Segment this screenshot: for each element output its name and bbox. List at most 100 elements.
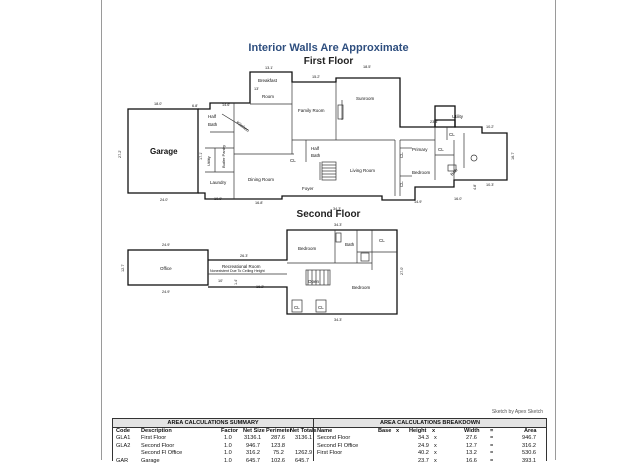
col-x-2: x: [432, 428, 436, 434]
room-label-recreational-room: Recreational Room: [222, 264, 261, 269]
closet-label-1: CL: [290, 158, 296, 163]
col-base: Base: [378, 428, 392, 434]
room-label-dining-room: Dining Room: [248, 177, 274, 182]
col-x-1: x: [396, 428, 400, 434]
dim-12-7: 12.7': [121, 264, 125, 272]
first-floor-dimensions: 13.1' 15.2' 18.5' 18.0' 6.8' 14.6' 13' 2…: [118, 65, 515, 211]
dim-18-5: 18.5': [363, 65, 371, 69]
closet-label-5: CL: [438, 147, 444, 152]
first-floor-heading: First Floor: [303, 56, 354, 67]
room-label-primary-bedroom: Bedroom: [412, 170, 431, 175]
area-summary-title: AREA CALCULATIONS SUMMARY: [113, 419, 313, 428]
room-label-living-room: Living Room: [350, 168, 375, 173]
col-width: Width: [464, 428, 480, 434]
room-label-bath-upper: Bath: [345, 242, 355, 247]
room-label-half-bath-b: Half: [311, 146, 320, 151]
dim-16-7: 16.7': [511, 152, 515, 160]
dim-27-2: 27.2': [118, 150, 122, 158]
room-label-bedroom-upper-1: Bedroom: [298, 246, 317, 251]
dim-26-3: 26.3': [240, 254, 248, 258]
room-label-bedroom-upper-2: Bedroom: [352, 285, 371, 290]
dim-4-8: 4.8': [473, 184, 477, 190]
dim-16-2: 16.2': [256, 285, 264, 289]
first-floor-walls: [127, 71, 508, 201]
table-row: GAR Garage 1.0 645.7 102.6 645.7: [116, 457, 309, 464]
area-breakdown-header: Name Base x Height x Width = Area: [314, 428, 546, 435]
dim-34-3-top: 34.3': [334, 223, 342, 227]
plan-title: Interior Walls Are Approximate: [248, 42, 409, 54]
col-name: Name: [317, 428, 333, 434]
room-label-garage: Garage: [150, 147, 178, 156]
area-calculations: AREA CALCULATIONS SUMMARY Code Descripti…: [112, 418, 547, 464]
dim-18-0: 18.0': [154, 102, 162, 106]
room-label-utility-upper: Utility: [452, 114, 464, 119]
room-label-half-bath-b-2: Bath: [311, 153, 321, 158]
room-label-butler-pantry: Butler Pantry: [221, 145, 226, 168]
table-row: 23.7 x 16.6 = 393.1: [418, 457, 536, 464]
second-floor-dimensions: 24.9' 12.7' 26.3' 10' 16.2' 1.4' 24.9' 2…: [121, 223, 404, 322]
room-label-primary-bath: Bath: [449, 167, 458, 176]
room-label-utility: Utility: [206, 156, 211, 166]
table-row: Second Fl Office 1.0 316.2 75.2 1262.9: [141, 450, 313, 457]
dim-10-3: 10.3': [486, 183, 494, 187]
room-label-breakfast: Breakfast: [258, 78, 278, 83]
dim-17-1: 17.1': [199, 152, 203, 160]
room-label-rec-note: Nonexistent Due To Ceiling Height: [210, 269, 265, 273]
room-label-foyer: Foyer: [302, 186, 314, 191]
first-floor-room-labels: Garage Breakfast Room Family Room Sunroo…: [150, 78, 464, 191]
closet-label-up-2: CL: [294, 305, 300, 310]
room-label-laundry: Laundry: [210, 180, 227, 185]
room-label-open: Open: [308, 279, 320, 284]
table-row: Second Fl Office 24.9 x 12.7 = 316.2: [317, 442, 536, 449]
floor-plan-drawing: Garage Breakfast Room Family Room Sunroo…: [118, 65, 515, 322]
closet-label-up-3: CL: [318, 305, 324, 310]
dim-1-4: 1.4': [234, 279, 238, 285]
dim-6-8: 6.8': [192, 104, 198, 108]
closet-label-4: CL: [449, 132, 455, 137]
dim-15-2: 15.2': [312, 75, 320, 79]
dim-10: 10': [218, 279, 223, 283]
room-label-half-bath-2: Bath: [208, 122, 218, 127]
area-breakdown-title: AREA CALCULATIONS BREAKDOWN: [314, 419, 546, 428]
room-label-primary: Primary: [412, 147, 428, 152]
dim-27-0: 27.0': [400, 267, 404, 275]
table-row: GLA1 First Floor 1.0 3136.1 287.6 3136.1: [116, 435, 313, 442]
second-floor-walls: [127, 229, 398, 315]
area-summary-table: AREA CALCULATIONS SUMMARY Code Descripti…: [113, 419, 317, 464]
dim-13: 13': [254, 87, 259, 91]
room-label-sunroom: Sunroom: [356, 96, 375, 101]
col-factor: Factor: [221, 428, 239, 434]
col-code: Code: [116, 428, 130, 434]
closet-label-3: CL: [399, 181, 404, 187]
col-description: Description: [141, 428, 172, 434]
floor-plan-sheet: Interior Walls Are Approximate First Flo…: [101, 0, 556, 464]
room-label-office: Office: [160, 266, 172, 271]
dim-10-9: 10.9': [214, 197, 222, 201]
col-net-totals: Net Totals: [290, 428, 317, 434]
col-area: Area: [524, 428, 537, 434]
room-label-breakfast-room: Room: [262, 94, 274, 99]
second-floor-room-labels: Office Recreational Room Nonexistent Due…: [160, 238, 385, 310]
dim-34-3-first: 34.3': [333, 207, 341, 211]
table-row: First Floor 40.2 x 13.2 = 530.6: [317, 450, 536, 457]
col-height: Height: [409, 428, 427, 434]
dim-23-4: 23.4': [430, 120, 438, 124]
dim-14-9: 14.9': [414, 200, 422, 204]
table-row: GLA2 Second Floor 1.0 946.7 123.8: [116, 442, 285, 449]
dim-24-9-bottom: 24.9': [162, 290, 170, 294]
area-summary-header: Code Description Factor Net Size Perimet…: [113, 428, 317, 435]
area-breakdown-table: AREA CALCULATIONS BREAKDOWN Name Base x …: [314, 419, 546, 464]
closet-label-2: CL: [399, 152, 404, 158]
dim-24-0: 24.0': [160, 198, 168, 202]
room-label-family-room: Family Room: [298, 108, 325, 113]
dim-34-3-bottom: 34.3': [334, 318, 342, 322]
dim-10-2: 10.2': [486, 125, 494, 129]
dim-13-1: 13.1': [265, 66, 273, 70]
dim-16-0: 16.0': [454, 197, 462, 201]
second-floor-interior: [208, 230, 397, 313]
col-net-size: Net Size: [243, 428, 265, 434]
dim-14-6: 14.6': [222, 103, 230, 107]
col-equals: =: [490, 428, 494, 434]
first-floor-interior: [205, 82, 478, 199]
sketch-credit: Sketch by Apex Sketch: [491, 409, 543, 415]
